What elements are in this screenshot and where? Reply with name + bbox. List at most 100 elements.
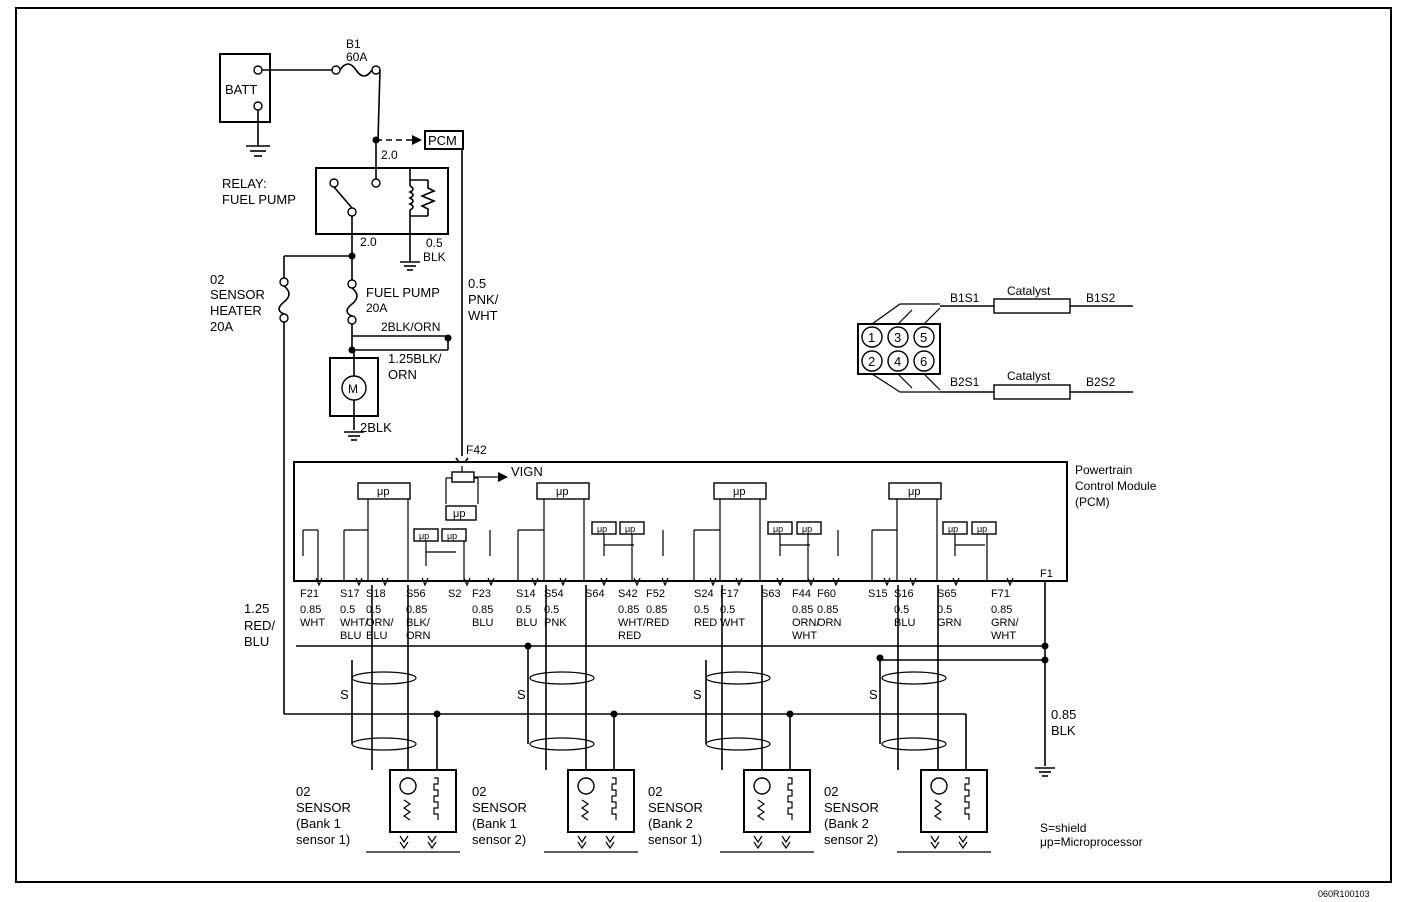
sensor-1-l3: (Bank 1 (296, 816, 341, 831)
up-pair-3-a: μp (773, 524, 783, 534)
pin-wire-color-2: ORN (406, 630, 431, 642)
pcm-box (293, 461, 1068, 582)
pcm-label-3: (PCM) (1075, 495, 1110, 509)
ign-wire-pin: F42 (466, 443, 487, 457)
b2s1-label: B2S1 (950, 375, 980, 389)
up-pair-1: μp μp (413, 528, 467, 566)
pcm-reference: PCM 2.0 (372, 130, 464, 168)
sensor-1-l2: SENSOR (296, 800, 351, 815)
up-pair-3: μp μp (767, 521, 822, 556)
pin-wire-size: 0.85 (618, 604, 639, 616)
battery-label: BATT (225, 82, 257, 97)
pin-wire-color-1: ORN/ (366, 617, 394, 629)
pin-wire-size: 0.85 (817, 604, 838, 616)
sensor-1-l4: sensor 1) (296, 832, 350, 847)
o2-sensor (366, 769, 460, 853)
ign-wire-l1: 0.5 (468, 276, 486, 291)
pin-wire-color-1: ORN/ (792, 617, 820, 629)
pin-wire-size: 0.5 (720, 604, 735, 616)
cylinder: 4 (887, 350, 909, 372)
sensor-2-l3: (Bank 1 (472, 816, 517, 831)
sensor-label-2: 02 SENSOR (Bank 1 sensor 2) (472, 784, 527, 847)
pin-wire-color-1: WHT (720, 617, 745, 629)
pcm-label-1: Powertrain (1075, 463, 1132, 477)
sensor-label-3: 02 SENSOR (Bank 2 sensor 1) (648, 784, 703, 847)
up-pair-1-a: μp (419, 531, 429, 541)
relay-ground-wire-2: BLK (423, 250, 446, 264)
pin-wire-size: 0.85 (991, 604, 1012, 616)
fuse-fp-l1: FUEL PUMP (366, 285, 440, 300)
pin-id: S2 (448, 588, 461, 600)
sensor-4-l1: 02 (824, 784, 838, 799)
sensor-3-l4: sensor 1) (648, 832, 702, 847)
up-block-1: μp (357, 482, 411, 500)
fuse-o2-l1: 02 (210, 272, 224, 287)
up-block-2: μp (536, 482, 590, 500)
up-block-3: μp (713, 482, 767, 500)
pin-wire-color-2: WHT (792, 630, 817, 642)
relay-label-1: RELAY: (222, 176, 267, 191)
ign-wire-l2: PNK/ (468, 292, 499, 307)
figure-id: 060R100103 (1318, 889, 1370, 899)
pin-wire-color-1: BLU (472, 617, 493, 629)
pcm-pin: S15 (868, 577, 891, 600)
pin-wire-size: 0.85 (792, 604, 813, 616)
pcm-reference-wire: 2.0 (381, 148, 398, 162)
ign-wire-l3: WHT (468, 308, 498, 323)
pin-wire-size: 0.5 (516, 604, 531, 616)
motor-symbol: M (348, 382, 358, 396)
up-block-4: μp (888, 482, 942, 500)
red-blu-l3: BLU (244, 634, 269, 649)
pin-id: S63 (761, 588, 781, 600)
cylinder: 6 (913, 350, 935, 372)
pin-wire-color-1: PNK (544, 617, 567, 629)
pin-wire-color-1: GRN (937, 617, 962, 629)
o2-sensor (897, 769, 991, 853)
pin-id: S24 (694, 588, 714, 600)
pcm-pin: S63 (761, 577, 784, 600)
pcm-pin: S2 (448, 577, 471, 600)
pin-wire-size: 0.5 (937, 604, 952, 616)
legend-shield: S=shield (1040, 821, 1086, 835)
catalyst-1-label: Catalyst (1007, 284, 1051, 298)
vign-circuit: VIGN μp (445, 464, 543, 521)
sensor-label-4: 02 SENSOR (Bank 2 sensor 2) (824, 784, 879, 847)
pin-wire-size: 0.5 (894, 604, 909, 616)
pin-id: S16 (894, 588, 914, 600)
o2-sensor (544, 769, 638, 853)
cylinder: 3 (887, 326, 909, 348)
sensor-4-l3: (Bank 2 (824, 816, 869, 831)
pin-wire-color-2: RED (618, 630, 641, 642)
pin-wire-color-1: BLU (516, 617, 537, 629)
ground-wire-l1: 0.85 (1051, 707, 1076, 722)
sensor-4-l2: SENSOR (824, 800, 879, 815)
pin-wire-color-1: GRN/ (991, 617, 1019, 629)
ignition-feed: 0.5 PNK/ WHT F42 (455, 150, 499, 468)
sensor-1-l1: 02 (296, 784, 310, 799)
pin-wire-size: 0.85 (300, 604, 321, 616)
pin-id: S15 (868, 588, 888, 600)
up-block-2-label: μp (556, 486, 568, 498)
cylinder-number: 3 (894, 330, 901, 345)
b2s2-label: B2S2 (1086, 375, 1116, 389)
up-block-3-label: μp (733, 486, 745, 498)
fuse-o2-l4: 20A (210, 319, 233, 334)
pin-wire-size: 0.5 (340, 604, 355, 616)
pin-id: S18 (366, 588, 386, 600)
sensor-3-l1: 02 (648, 784, 662, 799)
pin-wire-color-2: BLU (366, 630, 387, 642)
fuse-fuel-pump: FUEL PUMP 20A 2BLK/ORN (346, 279, 452, 354)
red-blu-l1: 1.25 (244, 601, 269, 616)
legend-microprocessor: μp=Microprocessor (1040, 835, 1143, 849)
